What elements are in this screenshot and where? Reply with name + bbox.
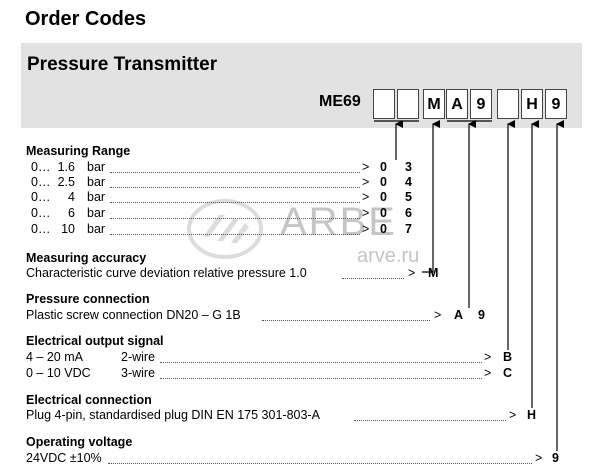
leader-dots: [262, 320, 430, 321]
accuracy-arrow: >: [408, 266, 416, 280]
operating-voltage-text: 24VDC ±10%: [26, 451, 102, 465]
page-title: Order Codes: [25, 8, 147, 30]
output-wire: 3-wire: [121, 366, 156, 380]
section-heading-electrical-output: Electrical output signal: [26, 334, 164, 348]
range-unit: bar: [87, 206, 106, 220]
range-value: 10: [61, 222, 75, 236]
watermark-url: arve.ru: [357, 245, 420, 267]
range-arrow: >: [362, 175, 370, 189]
code-box-4: A: [446, 89, 468, 119]
range-unit: bar: [87, 175, 106, 189]
watermark-logo-icon: [187, 199, 263, 259]
leader-dots: [342, 278, 404, 279]
operating-voltage-arrow: >: [535, 451, 543, 465]
range-value: 6: [68, 206, 75, 220]
code-box-2: [397, 89, 419, 119]
output-arrow: >: [484, 350, 492, 364]
range-value: 2.5: [57, 175, 75, 189]
pressure-connection-code-2: 9: [478, 308, 485, 322]
code-box-1: [373, 89, 395, 119]
section-heading-accuracy: Measuring accuracy: [26, 251, 147, 265]
electrical-connection-arrow: >: [509, 408, 517, 422]
range-code-2: 6: [405, 206, 412, 220]
range-prefix: 0…: [31, 175, 51, 189]
range-code-2: 4: [405, 175, 412, 189]
code-box-6: [497, 89, 519, 119]
section-heading-operating-voltage: Operating voltage: [26, 435, 133, 449]
range-prefix: 0…: [31, 190, 51, 204]
range-unit: bar: [87, 160, 106, 174]
range-code-1: 0: [380, 175, 387, 189]
range-code-2: 3: [405, 160, 412, 174]
range-code-2: 5: [405, 190, 412, 204]
range-prefix: 0…: [31, 222, 51, 236]
range-arrow: >: [362, 160, 370, 174]
range-code-1: 0: [380, 190, 387, 204]
leader-dots: [110, 234, 360, 235]
output-signal: 4 – 20 mA: [26, 350, 83, 364]
leader-dots: [160, 378, 482, 379]
code-box-5: 9: [470, 89, 492, 119]
range-code-1: 0: [380, 206, 387, 220]
range-prefix: 0…: [31, 160, 51, 174]
range-arrow: >: [362, 222, 370, 236]
pressure-connection-arrow: >: [434, 308, 442, 322]
leader-dots: [110, 202, 360, 203]
code-box-8: 9: [545, 89, 567, 119]
output-code: C: [503, 366, 513, 380]
accuracy-code: M: [428, 266, 439, 280]
accuracy-text: Characteristic curve deviation relative …: [26, 266, 307, 280]
range-prefix: 0…: [31, 206, 51, 220]
leader-dots: [354, 420, 506, 421]
leader-dots: [110, 187, 360, 188]
leader-dots: [160, 362, 482, 363]
leader-dots: [110, 172, 360, 173]
range-unit: bar: [87, 222, 106, 236]
leader-dots: [108, 463, 532, 464]
range-value: 4: [68, 190, 75, 204]
product-title: Pressure Transmitter: [27, 54, 218, 75]
code-box-3: M: [423, 89, 445, 119]
output-signal: 0 – 10 VDC: [26, 366, 91, 380]
output-arrow: >: [484, 366, 492, 380]
range-code-1: 0: [380, 222, 387, 236]
range-arrow: >: [362, 190, 370, 204]
range-arrow: >: [362, 206, 370, 220]
leader-dots: [110, 218, 360, 219]
model-code: ME69: [319, 93, 361, 110]
range-code-2: 7: [405, 222, 412, 236]
pressure-connection-code-1: A: [454, 308, 464, 322]
output-code: B: [503, 350, 513, 364]
pressure-connection-text: Plastic screw connection DN20 – G 1B: [26, 308, 241, 322]
range-value: 1.6: [57, 160, 75, 174]
section-heading-electrical-connection: Electrical connection: [26, 393, 152, 407]
code-box-7: H: [521, 89, 543, 119]
electrical-connection-text: Plug 4-pin, standardised plug DIN EN 175…: [26, 408, 320, 422]
output-wire: 2-wire: [121, 350, 156, 364]
section-heading-measuring-range: Measuring Range: [26, 144, 131, 158]
electrical-connection-code: H: [527, 408, 537, 422]
watermark-brand: ARBE: [280, 200, 397, 244]
range-code-1: 0: [380, 160, 387, 174]
operating-voltage-code: 9: [552, 451, 559, 465]
section-heading-pressure-connection: Pressure connection: [26, 292, 150, 306]
range-unit: bar: [87, 190, 106, 204]
